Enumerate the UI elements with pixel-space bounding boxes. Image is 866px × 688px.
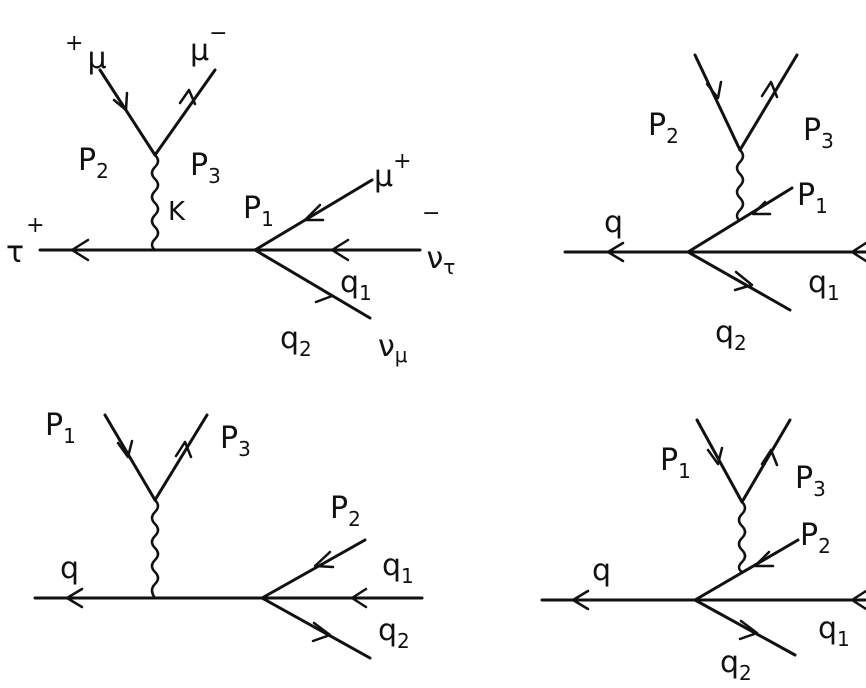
d3-label-p3: P3 (220, 421, 251, 461)
diagram-2: P2 P3 P1 q q1 q2 (563, 53, 866, 355)
d4-label-p1: P1 (660, 443, 691, 483)
d3-arrow-p2 (313, 550, 335, 569)
d1-arrow-tau (70, 238, 90, 262)
d4-label-q2: q2 (720, 645, 752, 685)
d2-label-q2: q2 (715, 315, 747, 355)
d2-p2-line (693, 53, 742, 152)
d3-p3-line (153, 413, 209, 502)
d4-label-q1: q1 (818, 611, 850, 651)
d1-label-nu-tau: −ντ (422, 201, 455, 279)
d3-q2-line (260, 596, 372, 660)
d3-p1-line (103, 413, 157, 502)
d1-label-p1: P1 (243, 191, 274, 231)
d1-label-mu-plus-right: μ+ (374, 149, 412, 194)
d2-label-p3: P3 (803, 113, 834, 153)
d1-label-tau: τ+ (6, 213, 45, 270)
d2-label-p2: P2 (648, 108, 679, 148)
d3-label-q: q (60, 551, 79, 586)
d4-arrow-p3 (760, 448, 779, 467)
d3-photon-line (150, 499, 160, 599)
d4-label-q: q (592, 553, 611, 588)
d1-arrow-nu-tau (330, 238, 350, 262)
d1-label-q1: q1 (340, 265, 372, 305)
d1-photon-k-line (150, 154, 160, 251)
d1-mu-minus-out-line (153, 68, 217, 157)
d3-arrow-q (65, 587, 84, 609)
d3-arrow-q1 (350, 587, 368, 609)
d1-label-k: K (168, 197, 186, 227)
d4-arrow-q1 (850, 589, 866, 611)
d1-label-nu-mu: νμ (378, 329, 408, 367)
d3-label-q2: q2 (378, 613, 410, 653)
d1-label-p2: P2 (78, 143, 109, 183)
d4-label-p3: P3 (795, 461, 826, 501)
d1-mu-plus-in-line (98, 68, 157, 157)
diagram-1: +μ μ− P2 P3 K P1 μ+ τ+ −ντ q1 q2 νμ (6, 21, 455, 367)
d3-arrow-p1 (116, 439, 134, 459)
d3-label-p1: P1 (45, 408, 76, 448)
d4-arrow-q (571, 589, 590, 611)
d2-label-q1: q1 (808, 265, 840, 305)
d1-nu-mu-line (253, 248, 372, 320)
d2-arrow-q2 (733, 270, 754, 292)
d1-arrow-mu-plus-in (112, 91, 129, 112)
d1-arrow-mu-plus-right (303, 203, 325, 222)
d1-label-q2: q2 (280, 321, 312, 361)
d3-label-p2: P2 (330, 491, 361, 531)
d2-label-p1: P1 (797, 178, 828, 218)
d2-label-q: q (604, 205, 623, 240)
d4-arrow-q2 (738, 619, 759, 641)
d2-arrow-p2 (705, 80, 723, 100)
d3-label-q1: q1 (382, 548, 414, 588)
d2-arrow-q (606, 241, 625, 263)
d4-p3-line (740, 418, 792, 504)
d1-mu-plus-right-line (253, 178, 374, 252)
diagram-4: P1 P3 P2 q q1 q2 (540, 418, 866, 685)
d4-q2-line (693, 598, 797, 657)
d2-photon-line (735, 149, 745, 222)
d1-label-p3: P3 (190, 148, 221, 188)
d2-arrow-p3 (760, 80, 779, 99)
diagram-3: P1 P3 P2 q q1 q2 (33, 408, 424, 660)
d2-q2-line (686, 250, 792, 312)
d3-arrow-q2 (311, 621, 332, 643)
d2-p3-line (738, 53, 799, 152)
d2-arrow-q1 (850, 241, 866, 263)
d4-label-p2: P2 (800, 518, 831, 558)
d4-arrow-p1 (706, 446, 724, 466)
d4-p2-line (693, 538, 800, 602)
d3-p2-line (260, 538, 367, 600)
d3-arrow-p3 (174, 440, 193, 459)
d1-arrow-mu-minus-out (178, 88, 197, 106)
d2-p1-line (686, 186, 794, 254)
d1-label-mu-minus-top: μ− (190, 21, 228, 68)
d4-photon-line (737, 501, 747, 574)
d4-arrow-p2 (753, 550, 775, 568)
d1-arrow-nu-mu (314, 284, 334, 304)
d2-arrow-p1 (751, 200, 772, 216)
d1-label-mu-plus-top: +μ (65, 31, 107, 76)
